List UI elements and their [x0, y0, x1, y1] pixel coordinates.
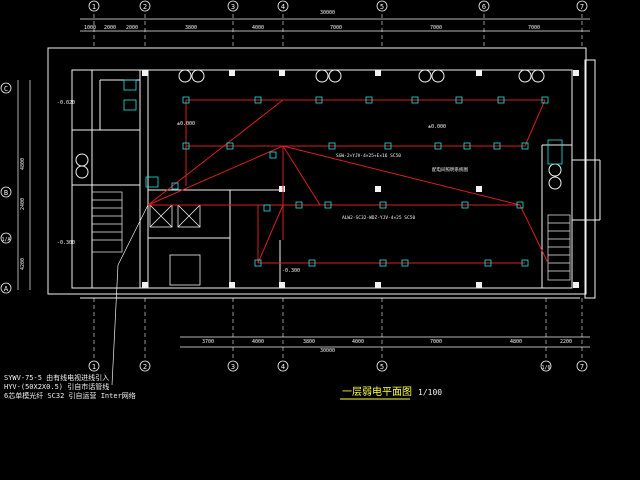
cable-notes: SGW-2×YJV-4×25+E×16 SC50 ALW2-SC32-WDZ-Y… — [336, 153, 468, 221]
top-dimension-labels: 1000 2000 2000 3800 4000 7000 7000 7000 … — [84, 10, 540, 31]
grid-labels-bottom: 1 2 3 4 5 1/6 7 — [92, 363, 584, 371]
bottom-dim-label: 4000 — [252, 339, 264, 345]
top-dim-label: 7000 — [430, 25, 442, 31]
level-marks: -0.020 ±0.000 ±0.000 -0.300 -0.300 — [57, 100, 446, 274]
legend-line: SYWV-75-5 由有线电视进线引入 — [4, 373, 109, 382]
cable-note: SGW-2×YJV-4×25+E×16 SC50 — [336, 153, 401, 159]
top-dim-label: 4000 — [252, 25, 264, 31]
grid-label: B — [4, 189, 8, 197]
doors — [75, 69, 562, 190]
level-mark: ±0.000 — [428, 124, 446, 130]
grid-bubbles-bottom — [88, 360, 588, 372]
grid-labels-top: 1 2 3 4 5 6 7 — [92, 3, 584, 11]
cable-routes — [147, 99, 549, 264]
bottom-dim-label: 4000 — [352, 339, 364, 345]
bottom-dimension-labels: 3700 4000 3800 4000 7000 4800 2200 30000 — [202, 339, 572, 354]
level-mark: -0.300 — [282, 268, 300, 274]
grid-label: 6 — [482, 3, 486, 11]
legend-line: 6芯单模光纤 SC32 引自运营 Inter网络 — [4, 391, 136, 400]
level-mark: ±0.000 — [177, 121, 195, 127]
grid-labels-left: C B 1/A A — [1, 85, 10, 293]
top-dim-label: 2000 — [126, 25, 138, 31]
grid-label: 7 — [580, 3, 584, 11]
grid-bubbles-top — [88, 0, 588, 12]
top-total-label: 30000 — [320, 10, 335, 16]
top-dim-label: 7000 — [528, 25, 540, 31]
room-tag: 配电间照明系统图 — [432, 166, 468, 173]
bottom-total-label: 30000 — [320, 348, 335, 354]
drawing-title: 一层弱电平面图 — [342, 385, 412, 398]
axis-lines — [93, 14, 583, 362]
top-dim-label: 1000 — [84, 25, 96, 31]
left-dim-label: 4200 — [20, 258, 26, 270]
title-block: 一层弱电平面图 1/100 — [340, 385, 442, 400]
grid-label: 4 — [281, 363, 285, 371]
elevators — [149, 204, 201, 286]
top-dim-label: 2000 — [104, 25, 116, 31]
grid-label: C — [4, 85, 8, 93]
legend-line: HYV-(50X2X0.5) 引自市话管线 — [4, 382, 109, 391]
grid-bubbles-left — [0, 82, 12, 294]
legend: SYWV-75-5 由有线电视进线引入 HYV-(50X2X0.5) 引自市话管… — [4, 373, 136, 400]
bottom-dim-label: 2200 — [560, 339, 572, 345]
grid-label: 3 — [231, 3, 235, 11]
grid-label: 2 — [143, 3, 147, 11]
grid-label: 1/A — [1, 237, 10, 243]
left-dim-label: 2400 — [20, 198, 26, 210]
left-dimension-labels: 4800 2400 4200 — [20, 158, 26, 270]
walls — [47, 47, 601, 299]
bottom-dim-label: 7000 — [430, 339, 442, 345]
columns — [142, 70, 579, 288]
drawing-scale: 1/100 — [418, 388, 442, 397]
top-dim-label: 3800 — [185, 25, 197, 31]
level-mark: -0.300 — [57, 240, 75, 246]
bottom-dim-label: 3800 — [303, 339, 315, 345]
grid-label: 1 — [92, 3, 96, 11]
grid-label: 4 — [281, 3, 285, 11]
top-dim-label: 7000 — [330, 25, 342, 31]
left-dim-label: 4800 — [20, 158, 26, 170]
grid-label: 2 — [143, 363, 147, 371]
grid-label: 5 — [380, 3, 384, 11]
grid-label: 7 — [580, 363, 584, 371]
cable-note: ALW2-SC32-WDZ-YJV-4×25 SC50 — [342, 215, 415, 221]
wireless-access-points — [123, 79, 563, 267]
dimension-lines — [17, 18, 590, 348]
grid-label: 1/6 — [541, 365, 550, 371]
grid-label: 5 — [380, 363, 384, 371]
grid-label: 3 — [231, 363, 235, 371]
legend-leaders — [111, 204, 149, 386]
bottom-dim-label: 3700 — [202, 339, 214, 345]
grid-label: A — [4, 285, 9, 293]
stairs — [91, 191, 571, 281]
level-mark: -0.020 — [57, 100, 75, 106]
grid-label: 1 — [92, 363, 96, 371]
bottom-dim-label: 4800 — [510, 339, 522, 345]
